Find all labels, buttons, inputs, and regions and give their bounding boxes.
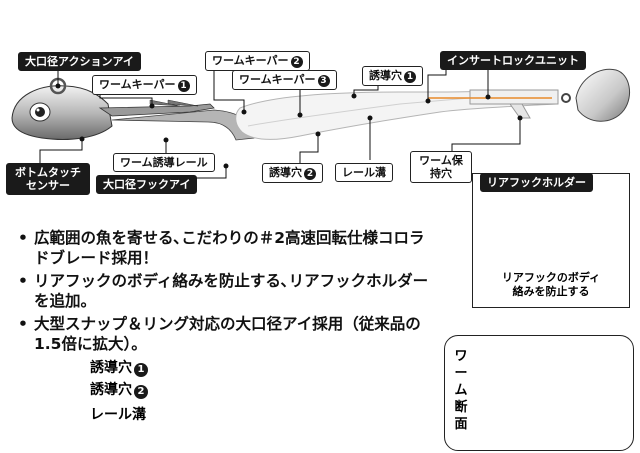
rear-hook-holder-title: リアフックホルダー: [480, 173, 593, 192]
cross-section-title: ワーム断面: [454, 349, 468, 432]
rear-hook-holder-panel: リアフックホルダー リアフックのボディ 絡みを防止する: [472, 173, 630, 308]
label-rail-groove: レール溝: [335, 163, 393, 182]
rear-hook-holder-caption: リアフックのボディ 絡みを防止する: [501, 271, 601, 298]
worm-cross-section-panel: ワーム断面: [444, 335, 634, 451]
hook-bend: [111, 109, 255, 141]
feature-item: •大型スナップ＆リング対応の大口径アイ採用（従来品の1.5倍に拡大）。: [18, 315, 421, 353]
label-worm-holding-hole: ワーム保持穴: [410, 151, 472, 183]
label-large-action-eye: 大口径アクションアイ: [18, 52, 141, 71]
label-insert-lock-unit: インサートロックユニット: [440, 51, 586, 70]
hook-shank: [98, 103, 215, 117]
feature-item: •リアフックのボディ絡みを防止する､リアフックホルダーを追加。: [18, 272, 429, 310]
label-bottom-touch-sensor: ボトムタッチセンサー: [6, 163, 90, 195]
feature-list: •広範囲の魚を寄せる､こだわりの＃2高速回転仕様コロラドブレード採用！ •リアフ…: [18, 228, 438, 357]
feature-item: •広範囲の魚を寄せる､こだわりの＃2高速回転仕様コロラドブレード採用！: [18, 229, 425, 267]
colorado-blade: [575, 68, 631, 122]
label-large-hook-eye: 大口径フックアイ: [96, 175, 198, 194]
cross-item-rail-groove: レール溝: [90, 407, 146, 423]
label-worm-guide-rail: ワーム誘導レール: [113, 153, 215, 172]
insert-lock-rod: [469, 89, 559, 105]
swivel-ring: [561, 93, 571, 103]
